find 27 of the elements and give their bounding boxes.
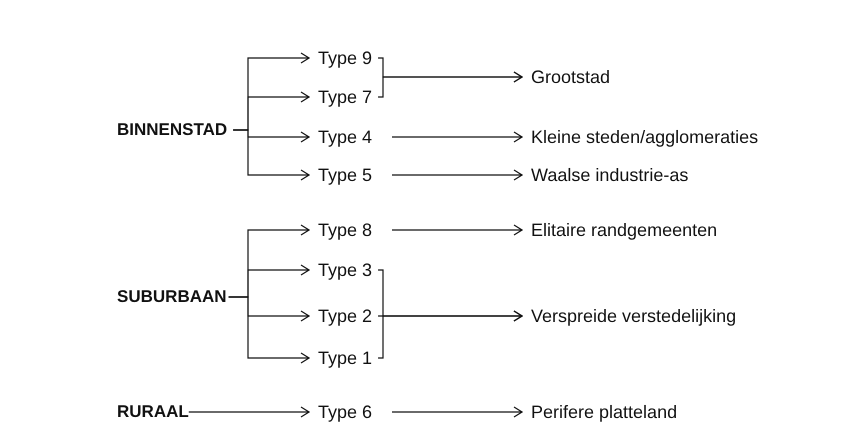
arrow	[392, 224, 523, 236]
category-label: Elitaire randgemeenten	[531, 219, 718, 241]
category-label: Type 6	[318, 401, 372, 423]
arrow	[392, 131, 523, 143]
category-label: Type 9	[318, 47, 372, 69]
category-label: Type 7	[318, 86, 372, 108]
category-label: Verspreide verstedelijking	[531, 305, 736, 327]
category-label: Type 1	[318, 347, 372, 369]
category-label: Type 4	[318, 126, 372, 148]
arrow	[378, 71, 523, 98]
arrow	[188, 406, 310, 418]
group-label: RURAAL	[117, 401, 189, 423]
category-label: Waalse industrie-as	[531, 164, 688, 186]
category-label: Grootstad	[531, 66, 610, 88]
arrow	[233, 129, 310, 181]
arrow	[378, 310, 523, 359]
arrow	[392, 169, 523, 181]
category-label: Type 5	[318, 164, 372, 186]
category-label: Type 3	[318, 259, 372, 281]
group-label: SUBURBAAN	[117, 286, 227, 308]
category-label: Kleine steden/agglomeraties	[531, 126, 758, 148]
category-label: Type 2	[318, 305, 372, 327]
category-label: Perifere platteland	[531, 401, 678, 423]
category-label: Type 8	[318, 219, 372, 241]
arrow	[228, 296, 310, 364]
arrow	[392, 406, 523, 418]
group-label: BINNENSTAD	[117, 119, 228, 141]
